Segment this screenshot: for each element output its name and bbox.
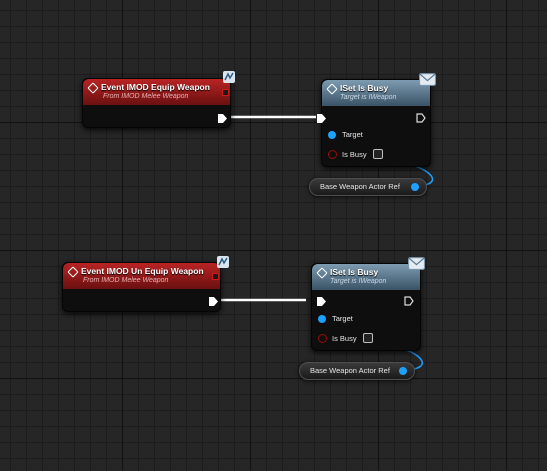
event-diamond-icon bbox=[67, 266, 79, 278]
getter-label: Base Weapon Actor Ref bbox=[310, 366, 390, 375]
interface-message-icon bbox=[223, 71, 235, 83]
function-node-subtitle: Target is IWeapon bbox=[340, 94, 397, 101]
getter-base-weapon-actor-ref[interactable]: Base Weapon Actor Ref bbox=[309, 178, 427, 196]
exec-output-pin[interactable] bbox=[209, 297, 218, 306]
getter-base-weapon-actor-ref[interactable]: Base Weapon Actor Ref bbox=[299, 362, 415, 380]
function-node-header: ISet Is Busy Target is IWeapon bbox=[322, 80, 430, 106]
target-pin-label: Target bbox=[342, 130, 363, 139]
function-node-set-is-busy[interactable]: ISet Is Busy Target is IWeapon Target Is… bbox=[317, 79, 431, 167]
event-node-unequip-weapon[interactable]: Event IMOD Un Equip Weapon From IMOD Mel… bbox=[62, 262, 221, 312]
event-node-header: Event IMOD Equip Weapon From IMOD Melee … bbox=[83, 79, 230, 105]
event-node-subtitle: From IMOD Melee Weapon bbox=[83, 277, 169, 284]
delegate-pin[interactable] bbox=[222, 89, 229, 96]
event-node-equip-weapon[interactable]: Event IMOD Equip Weapon From IMOD Melee … bbox=[82, 78, 231, 128]
exec-input-pin[interactable] bbox=[317, 297, 326, 306]
target-pin[interactable] bbox=[328, 131, 336, 139]
envelope-icon bbox=[419, 73, 436, 86]
is-busy-checkbox[interactable] bbox=[363, 333, 373, 343]
event-diamond-icon bbox=[87, 82, 99, 94]
is-busy-pin[interactable] bbox=[328, 150, 337, 159]
event-node-subtitle: From IMOD Melee Weapon bbox=[103, 93, 189, 100]
event-node-title: Event IMOD Equip Weapon bbox=[101, 82, 210, 92]
function-diamond-icon bbox=[326, 83, 338, 95]
exec-input-pin[interactable] bbox=[317, 114, 326, 123]
event-node-title: Event IMOD Un Equip Weapon bbox=[81, 266, 204, 276]
envelope-icon bbox=[408, 257, 425, 270]
is-busy-pin-label: Is Busy bbox=[332, 334, 357, 343]
event-node-header: Event IMOD Un Equip Weapon From IMOD Mel… bbox=[63, 263, 220, 289]
function-node-title: ISet Is Busy bbox=[330, 267, 379, 277]
getter-output-pin[interactable] bbox=[411, 183, 419, 191]
function-node-set-is-busy[interactable]: ISet Is Busy Target is IWeapon Target Is… bbox=[311, 263, 421, 351]
is-busy-checkbox[interactable] bbox=[373, 149, 383, 159]
exec-output-pin[interactable] bbox=[404, 296, 414, 306]
target-pin-label: Target bbox=[332, 314, 353, 323]
is-busy-pin[interactable] bbox=[318, 334, 327, 343]
interface-message-icon bbox=[217, 256, 229, 268]
delegate-pin[interactable] bbox=[212, 273, 219, 280]
is-busy-pin-label: Is Busy bbox=[342, 150, 367, 159]
function-node-subtitle: Target is IWeapon bbox=[330, 278, 387, 285]
getter-label: Base Weapon Actor Ref bbox=[320, 182, 400, 191]
function-diamond-icon bbox=[316, 267, 328, 279]
target-pin[interactable] bbox=[318, 315, 326, 323]
function-node-header: ISet Is Busy Target is IWeapon bbox=[312, 264, 420, 290]
getter-output-pin[interactable] bbox=[399, 367, 407, 375]
exec-output-pin[interactable] bbox=[218, 114, 227, 123]
function-node-title: ISet Is Busy bbox=[340, 83, 389, 93]
exec-output-pin[interactable] bbox=[416, 113, 426, 123]
